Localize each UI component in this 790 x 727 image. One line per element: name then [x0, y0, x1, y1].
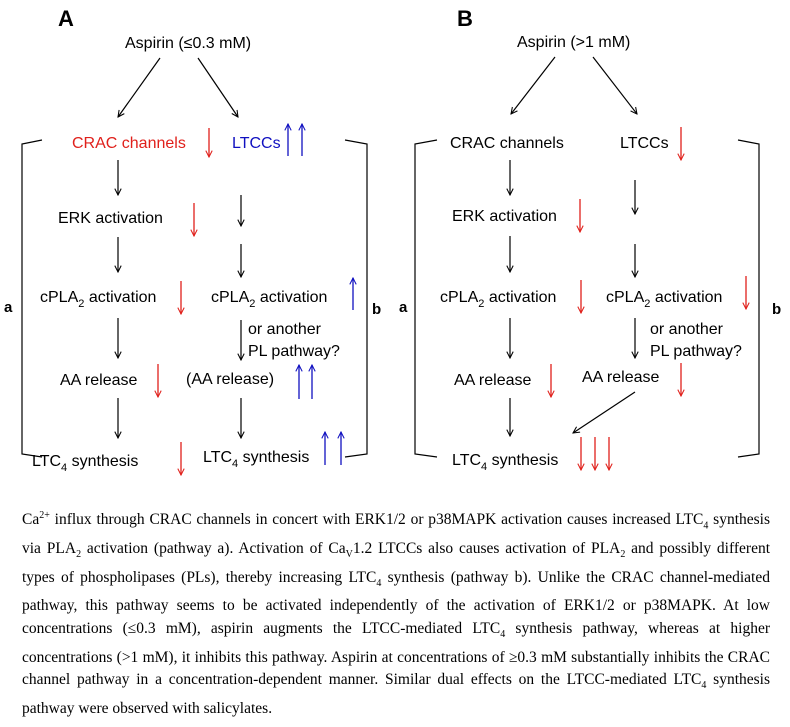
panel-b-bracket-right — [737, 139, 760, 458]
panel-a-ltc-left-label: LTC4 synthesis — [32, 453, 138, 474]
arrow-aspirin-to-crac — [118, 57, 161, 117]
panel-a-ltccs-label: LTCCs — [232, 135, 281, 152]
panel-a: A Aspirin (≤0.3 mM) CRAC channels LTCCs … — [4, 6, 381, 475]
panel-a-side-label-a: a — [4, 299, 13, 316]
panel-a-pl-pathway-label: PL pathway? — [248, 343, 340, 360]
arrow-aspirin-b-to-crac — [511, 56, 556, 114]
arrow-aspirin-b-to-ltccs — [592, 56, 637, 114]
panel-b-aa-release-left-label: AA release — [454, 372, 531, 389]
panel-b-or-another-label: or another — [650, 321, 724, 338]
pathway-diagram: A Aspirin (≤0.3 mM) CRAC channels LTCCs … — [4, 6, 781, 500]
panel-a-erk-label: ERK activation — [58, 210, 163, 227]
panel-b-ltccs-label: LTCCs — [620, 135, 669, 152]
panel-b-cpla-right-label: cPLA2 activation — [606, 289, 722, 310]
panel-b-erk-label: ERK activation — [452, 208, 557, 225]
panel-a-ltc-right-label: LTC4 synthesis — [203, 449, 309, 470]
panel-b-bracket-left — [414, 139, 438, 458]
panel-b-side-label-a: a — [399, 299, 408, 316]
panel-b-ltc-label: LTC4 synthesis — [452, 452, 558, 473]
panel-a-bracket-left — [21, 139, 43, 458]
panel-b-crac-label: CRAC channels — [450, 135, 564, 152]
panel-a-crac-label: CRAC channels — [72, 135, 186, 152]
panel-a-bracket-right — [344, 139, 368, 458]
panel-a-or-another-label: or another — [248, 321, 322, 338]
panel-b-side-label-b: b — [772, 301, 781, 318]
panel-a-aspirin-label: Aspirin (≤0.3 mM) — [125, 35, 251, 52]
panel-b-pl-pathway-label: PL pathway? — [650, 343, 742, 360]
panel-a-letter: A — [58, 6, 74, 31]
figure-caption: Ca2+ influx through CRAC channels in con… — [22, 510, 771, 717]
panel-a-cpla-left-label: cPLA2 activation — [40, 289, 156, 310]
panel-b-aa-release-right-label: AA release — [582, 369, 659, 386]
panel-b-cpla-left-label: cPLA2 activation — [440, 289, 556, 310]
panel-a-side-label-b: b — [372, 301, 381, 318]
panel-b-letter: B — [457, 6, 473, 31]
panel-b-aspirin-label: Aspirin (>1 mM) — [517, 34, 630, 51]
panel-b: B Aspirin (>1 mM) CRAC channels LTCCs ER… — [399, 6, 781, 473]
panel-a-aa-release-label: AA release — [60, 372, 137, 389]
panel-a-aa-release-paren-label: (AA release) — [186, 371, 274, 388]
arrow-b-aa-right-to-ltc — [573, 391, 636, 433]
arrow-aspirin-to-ltccs — [197, 57, 238, 117]
panel-a-cpla-right-label: cPLA2 activation — [211, 289, 327, 310]
